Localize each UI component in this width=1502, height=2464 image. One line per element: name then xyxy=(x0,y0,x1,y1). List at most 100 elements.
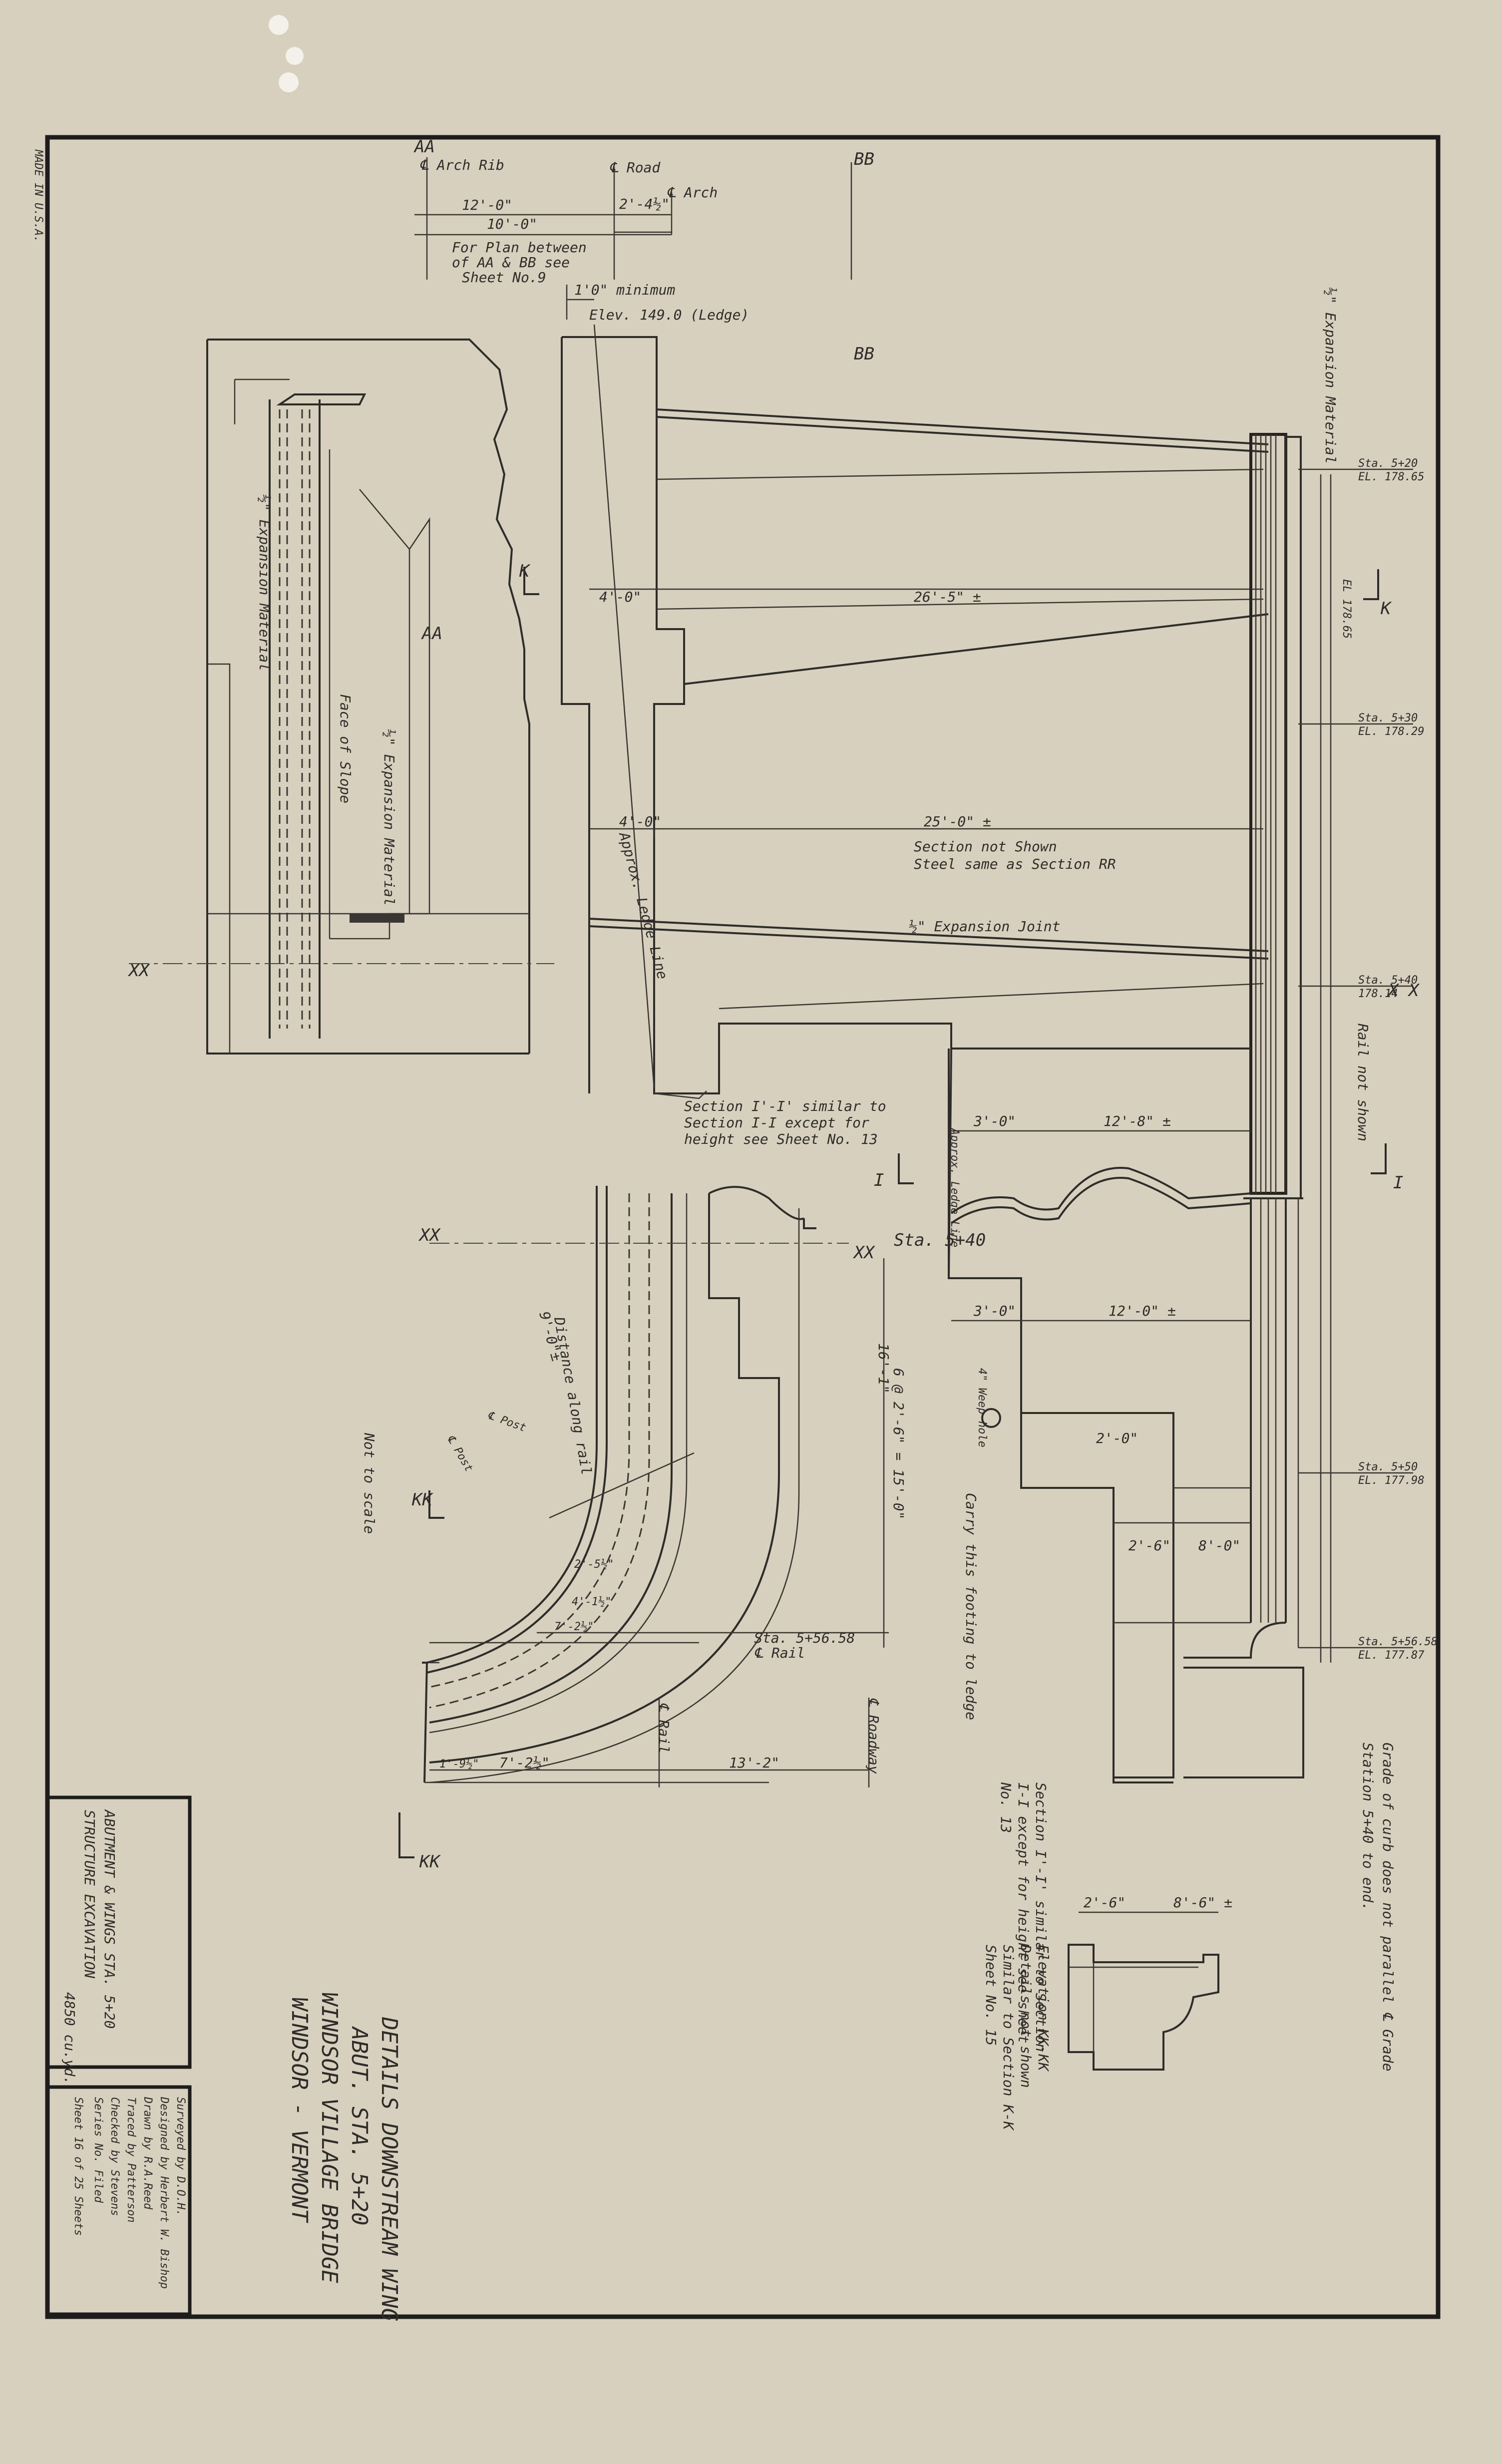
kk-bottom-label: KK xyxy=(419,1852,441,1872)
carry-footing: Carry this footing to ledge xyxy=(963,1493,979,1720)
roadway: ℄ Roadway xyxy=(865,1698,882,1774)
section-ii-1: Section I'-I' similar to xyxy=(684,1098,886,1114)
title-line-3: WINDSOR VILLAGE BRIDGE xyxy=(317,1992,342,2283)
i-right-arrow xyxy=(1371,1143,1387,1174)
dim-4-0-b: 4'-0" xyxy=(619,813,661,830)
sta-55658-b: Sta. 5+56.58 xyxy=(754,1630,855,1646)
sta-55658: Sta. 5+56.58 xyxy=(1358,1636,1438,1648)
dim-12-0-b: 12'-0" ± xyxy=(1109,1303,1176,1319)
section-ii-5: I-I except for height see sheet xyxy=(1015,1782,1032,2044)
elev-17865-b: EL 178.65 xyxy=(1340,579,1353,639)
sta-540: Sta. 5+40 xyxy=(1358,974,1418,987)
bb-top-label: BB xyxy=(854,149,874,169)
plan-note-2: of AA & BB see xyxy=(452,254,570,271)
aa-mid-label: AA xyxy=(421,624,442,644)
signature-box: Surveyed by D.O.H. Designed by Herbert W… xyxy=(45,2085,192,2316)
k-right-arrow xyxy=(1363,569,1379,600)
grade-note-2: Station 5+40 to end. xyxy=(1360,1743,1376,1911)
dim-1-9: 1'-9½" xyxy=(439,1758,479,1770)
expansion-material-hatch xyxy=(350,914,404,923)
kk-bottom-arrow xyxy=(398,1812,414,1858)
sta-530: Sta. 5+30 xyxy=(1358,712,1418,724)
sheet-15: Sheet No. 15 xyxy=(983,1945,999,2046)
details-not-shown: Details not shown xyxy=(1018,1944,1034,2088)
i-right-label: I xyxy=(1393,1173,1403,1193)
dim-2-4: 2'-4½" xyxy=(619,196,670,212)
elevation-kk-detail: 2'-6" 8'-6" ± Elevation KK-KK Details no… xyxy=(983,1894,1232,2131)
steel-same: Steel same as Section RR xyxy=(914,856,1116,872)
section-not-shown: Section not Shown xyxy=(914,838,1057,855)
abutment-section-aa: AA K ½" Expansion Material Face of Slope… xyxy=(127,339,554,1055)
dim-16: 16'-1" xyxy=(875,1343,892,1394)
rail-not-shown: Rail not shown xyxy=(1355,1024,1371,1141)
plan-note-3: Sheet No.9 xyxy=(462,269,546,286)
sheet-border xyxy=(45,135,1441,2319)
arch-label: ℄ Arch xyxy=(667,184,718,201)
bb-mid-label: BB xyxy=(854,344,874,364)
el-17829: EL. 178.29 xyxy=(1358,725,1424,738)
box2-traced: Traced by Patterson xyxy=(125,2097,137,2223)
aa-top-label: AA xyxy=(413,137,435,157)
dim-25-0: 25'-0" ± xyxy=(924,813,991,830)
dim-10-0: 10'-0" xyxy=(487,216,537,232)
footing-plan: 3'-0" 12'-8" ± 3'-0" 12'-0" ± Approx. Le… xyxy=(874,1048,1251,2052)
road-label: ℄ Road xyxy=(609,159,661,176)
rail-cl-b: ℄ Rail xyxy=(656,1703,672,1754)
curb-rail-column: Sta. 5+20 EL. 178.65 Sta. 5+30 EL. 178.2… xyxy=(1183,287,1438,2072)
i-left-label: I xyxy=(874,1170,884,1190)
box1-line-b: STRUCTURE EXCAVATION xyxy=(81,1810,98,1978)
dim-2-6: 2'-6" xyxy=(1128,1537,1170,1554)
dim-2-5: 2'-5½" xyxy=(574,1558,614,1571)
punch-hole-3 xyxy=(279,72,299,92)
box2-sheet: Sheet 16 of 25 Sheets xyxy=(72,2097,84,2236)
el-17787: EL. 177.87 xyxy=(1358,1649,1425,1662)
face-slope-label: Face of Slope xyxy=(337,694,354,803)
exp-material-mid: ½" Expansion Material xyxy=(381,729,397,906)
el-17814: 178.14 xyxy=(1358,988,1398,1000)
min-note: 1'0" minimum xyxy=(574,282,675,298)
dim-12-0: 12'-0" xyxy=(462,197,512,213)
box2-surveyed: Surveyed by D.O.H. xyxy=(174,2097,187,2216)
exp-material-right: ½" Expansion Material xyxy=(1322,287,1339,464)
dim-8-0: 8'-0" xyxy=(1198,1537,1240,1554)
xx-plan-label: XX xyxy=(418,1225,441,1245)
box2-designed: Designed by Herbert W. Bishop xyxy=(158,2097,170,2289)
approx-ledge-2: Approx. Ledge Line xyxy=(948,1127,961,1247)
box2-checked: Checked by Stevens xyxy=(108,2097,121,2216)
dim-4-0-a: 4'-0" xyxy=(599,589,641,605)
top-dimensions: AA ℄ Arch Rib ℄ Road BB ℄ Arch 12'-0" 10… xyxy=(413,137,874,364)
punch-hole-1 xyxy=(269,15,289,35)
weep-hole: 4" Weep hole xyxy=(976,1368,988,1447)
dim-12-8: 12'-8" ± xyxy=(1104,1113,1171,1129)
weep-hole-mark xyxy=(981,1408,1001,1428)
elev-ledge: Elev. 149.0 (Ledge) xyxy=(589,307,749,323)
similar-section: Similar to Section K-K xyxy=(1000,1945,1017,2131)
plan-note-1: For Plan between xyxy=(452,239,587,256)
xx-right: X X xyxy=(1387,981,1420,1001)
dim-3-0-a: 3'-0" xyxy=(973,1113,1016,1129)
dim-8-6: 8'-6" ± xyxy=(1173,1894,1232,1911)
k-cut-arrow xyxy=(523,567,539,595)
section-ii-3: height see Sheet No. 13 xyxy=(684,1131,878,1147)
i-left-arrow xyxy=(898,1153,914,1184)
box2-series: Series No. Filed xyxy=(92,2097,104,2203)
title-line-2: ABUT. STA. 5+20 xyxy=(347,2026,372,2225)
dim-4-1: 4'-1½" xyxy=(572,1596,611,1608)
punch-hole-2 xyxy=(286,47,304,65)
not-to-scale: Not to scale xyxy=(361,1432,377,1534)
xx-left-label: XX xyxy=(127,961,150,981)
title-line-4: WINDSOR - VERMONT xyxy=(287,1997,312,2223)
dim-2-0: 2'-0" xyxy=(1096,1430,1138,1446)
xx-plan-label-2: XX xyxy=(852,1243,875,1263)
quantity-box: ABUTMENT & WINGS STA. 5+20 STRUCTURE EXC… xyxy=(45,1795,192,2085)
sta-550: Sta. 5+50 xyxy=(1358,1461,1418,1473)
sta-540-b: Sta. 5+40 xyxy=(894,1230,986,1250)
dim-13-2: 13'-2" xyxy=(729,1755,779,1771)
section-ii-6: No. 13 xyxy=(998,1782,1014,1833)
kk-left-arrow xyxy=(428,1490,444,1519)
dim-6-at: 6 @ 2'-6" = 15'-0" xyxy=(890,1368,907,1519)
box2-drawn: Drawn by R.A.Reed xyxy=(141,2097,154,2210)
section-ii-4: Section I'-I' similar to Section xyxy=(1033,1782,1049,2052)
